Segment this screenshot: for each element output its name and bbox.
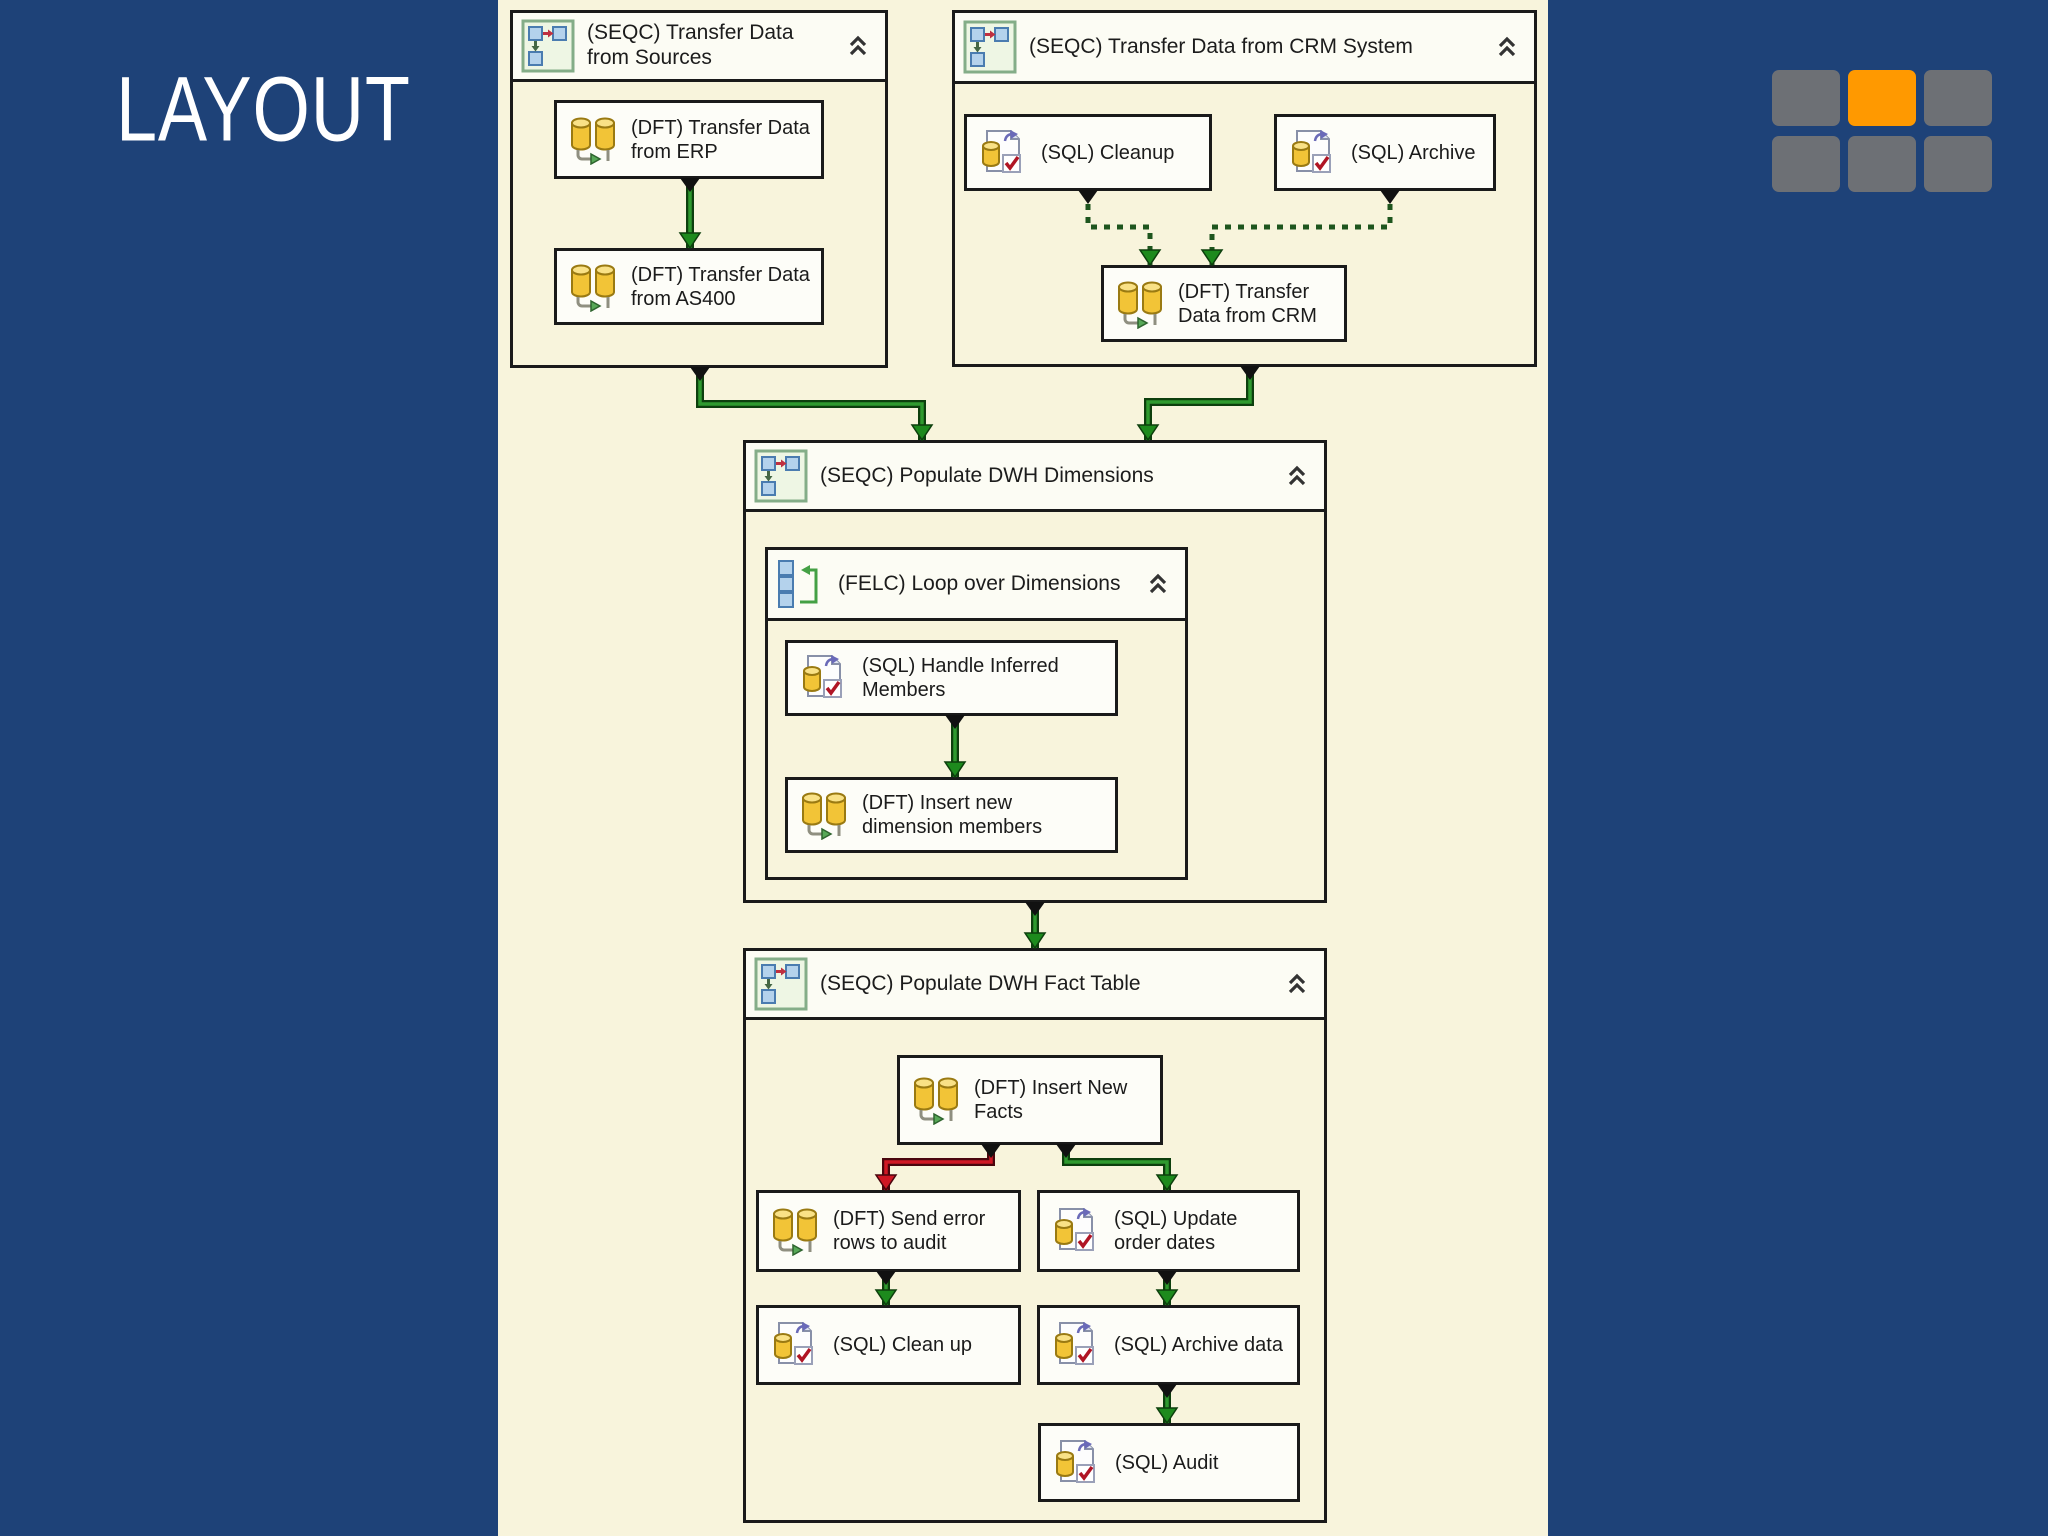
collapse-chevron-icon[interactable] <box>1284 972 1310 996</box>
grid-cell-5 <box>1924 136 1992 192</box>
collapse-chevron-icon[interactable] <box>1145 572 1171 596</box>
container-title: (SEQC) Transfer Data from Sources <box>587 21 794 69</box>
container-title: (SEQC) Populate DWH Fact Table <box>820 971 1141 995</box>
dft-icon <box>908 1075 964 1125</box>
sql-icon <box>1049 1438 1105 1488</box>
task-label: (SQL) Clean up <box>833 1334 972 1356</box>
seqc-icon <box>754 957 808 1011</box>
container-seqc-populate-fact[interactable]: (SEQC) Populate DWH Fact Table <box>743 948 1327 1523</box>
task-dft-transfer-erp[interactable]: (DFT) Transfer Data from ERP <box>554 100 824 179</box>
dft-icon <box>565 262 621 312</box>
task-label: (SQL) Cleanup <box>1041 141 1175 164</box>
slide-grid-widget <box>1772 70 1992 192</box>
dft-icon <box>565 115 621 165</box>
task-label: (SQL) Update order dates <box>1114 1208 1238 1254</box>
task-sql-audit[interactable]: (SQL) Audit <box>1038 1423 1300 1502</box>
seqc-icon <box>754 449 808 503</box>
grid-cell-2 <box>1924 70 1992 126</box>
task-label: (DFT) Send error rows to audit <box>833 1208 986 1254</box>
sql-icon <box>975 128 1031 178</box>
collapse-chevron-icon[interactable] <box>1494 35 1520 59</box>
collapse-chevron-icon[interactable] <box>845 34 871 58</box>
container-seqc-populate-dimensions[interactable]: (SEQC) Populate DWH Dimensions <box>743 440 1327 903</box>
container-header: (SEQC) Transfer Data from CRM System <box>955 13 1534 84</box>
felc-icon <box>776 558 826 610</box>
grid-cell-3 <box>1772 136 1840 192</box>
task-sql-archive-data[interactable]: (SQL) Archive data <box>1037 1305 1300 1385</box>
sql-icon <box>1285 128 1341 178</box>
grid-cell-0 <box>1772 70 1840 126</box>
sql-icon <box>1048 1320 1104 1370</box>
container-header: (SEQC) Populate DWH Fact Table <box>746 951 1324 1020</box>
task-sql-cleanup[interactable]: (SQL) Cleanup <box>964 114 1212 191</box>
dft-icon <box>796 790 852 840</box>
task-dft-send-error-rows[interactable]: (DFT) Send error rows to audit <box>756 1190 1021 1272</box>
grid-cell-4 <box>1848 136 1916 192</box>
task-label: (SQL) Handle Inferred Members <box>862 655 1059 701</box>
container-header: (SEQC) Populate DWH Dimensions <box>746 443 1324 512</box>
task-label: (SQL) Audit <box>1115 1451 1219 1474</box>
task-dft-transfer-crm[interactable]: (DFT) Transfer Data from CRM <box>1101 265 1347 342</box>
task-sql-clean-up[interactable]: (SQL) Clean up <box>756 1305 1021 1385</box>
container-header: (SEQC) Transfer Data from Sources <box>513 13 885 82</box>
task-label: (SQL) Archive <box>1351 141 1476 164</box>
seqc-icon <box>963 20 1017 74</box>
task-dft-insert-facts[interactable]: (DFT) Insert New Facts <box>897 1055 1163 1145</box>
container-header: (FELC) Loop over Dimensions <box>768 550 1185 621</box>
task-label: (SQL) Archive data <box>1114 1334 1283 1356</box>
sql-icon <box>767 1320 823 1370</box>
task-label: (DFT) Transfer Data from ERP <box>631 116 810 163</box>
dft-icon <box>767 1206 823 1256</box>
container-title: (SEQC) Transfer Data from CRM System <box>1029 34 1413 58</box>
seqc-icon <box>521 19 575 73</box>
task-dft-transfer-as400[interactable]: (DFT) Transfer Data from AS400 <box>554 248 824 325</box>
task-sql-handle-inferred[interactable]: (SQL) Handle Inferred Members <box>785 640 1118 716</box>
container-seqc-transfer-sources[interactable]: (SEQC) Transfer Data from Sources <box>510 10 888 368</box>
grid-cell-1 <box>1848 70 1916 126</box>
sql-icon <box>796 653 852 703</box>
task-dft-insert-dimension[interactable]: (DFT) Insert new dimension members <box>785 777 1118 853</box>
task-sql-archive[interactable]: (SQL) Archive <box>1274 114 1496 191</box>
task-sql-update-order-dates[interactable]: (SQL) Update order dates <box>1037 1190 1300 1272</box>
task-label: (DFT) Insert new dimension members <box>862 792 1043 838</box>
task-label: (DFT) Transfer Data from CRM <box>1178 280 1317 327</box>
container-seqc-transfer-crm[interactable]: (SEQC) Transfer Data from CRM System <box>952 10 1537 367</box>
container-title: (SEQC) Populate DWH Dimensions <box>820 463 1154 487</box>
sql-icon <box>1048 1206 1104 1256</box>
container-felc-loop-dimensions[interactable]: (FELC) Loop over Dimensions <box>765 547 1188 880</box>
collapse-chevron-icon[interactable] <box>1284 464 1310 488</box>
task-label: (DFT) Insert New Facts <box>974 1077 1128 1123</box>
slide-title: LAYOUT <box>116 59 411 162</box>
task-label: (DFT) Transfer Data from AS400 <box>631 263 810 310</box>
container-title: (FELC) Loop over Dimensions <box>838 571 1121 595</box>
dft-icon <box>1112 279 1168 329</box>
